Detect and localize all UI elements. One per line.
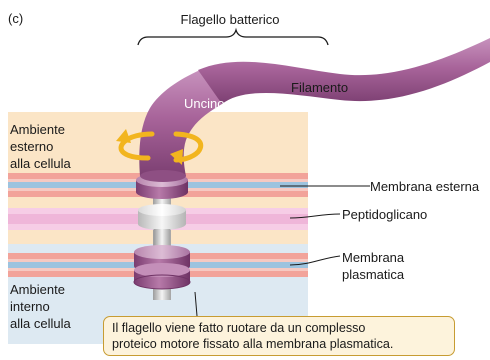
plasma-membrane-label-line1: Membrana (342, 250, 405, 265)
p-ring (138, 204, 186, 230)
caption-box: Il flagello viene fatto ruotare da un co… (103, 316, 455, 356)
outside-label-line3: alla cellula (10, 156, 71, 171)
outside-label-line2: esterno (10, 139, 53, 154)
inside-label-line2: interno (10, 299, 50, 314)
title-bracket (138, 30, 328, 45)
peptidoglycan-label: Peptidoglicano (342, 207, 427, 222)
outer-membrane-label: Membrana esterna (370, 179, 480, 194)
plasma-membrane-label-line2: plasmatica (342, 267, 405, 282)
diagram-title: Flagello batterico (181, 12, 280, 27)
caption-line1: Il flagello viene fatto ruotare da un co… (112, 320, 446, 336)
hook-base (140, 170, 186, 182)
outside-label-line1: Ambiente (10, 122, 65, 137)
caption-line2: proteico motore fissato alla membrana pl… (112, 336, 446, 352)
ms-ring-motor (134, 245, 190, 289)
inside-label-line1: Ambiente (10, 282, 65, 297)
panel-label: (c) (8, 11, 23, 26)
inside-label-line3: alla cellula (10, 316, 71, 331)
hook-label: Uncino (184, 96, 224, 111)
filament-label: Filamento (291, 80, 348, 95)
